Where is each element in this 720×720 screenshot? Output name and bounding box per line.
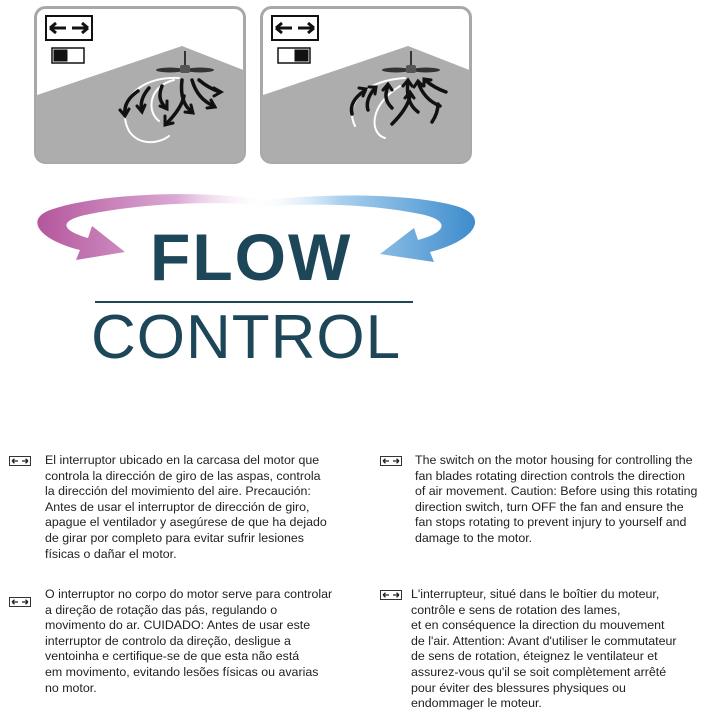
paragraph-line: assurez-vous qu'il se soit complètement … <box>411 664 667 679</box>
paragraph-english: The switch on the motor housing for cont… <box>415 453 697 547</box>
paragraph-spanish: El interruptor ubicado en la carcasa del… <box>45 453 327 562</box>
paragraph-line: The switch on the motor housing for cont… <box>415 453 693 467</box>
direction-switch-icon <box>380 590 402 600</box>
paragraph-line: pour éviter des blessures physiques ou <box>411 680 626 695</box>
airflow-arrows-icon <box>118 76 225 144</box>
paragraph-line: El interruptor ubicado en la carcasa del… <box>45 453 320 467</box>
paragraph-line: et en conséquence la direction du mouvem… <box>411 618 665 633</box>
paragraph-line: físicas o dañar el motor. <box>45 546 177 561</box>
paragraph-line: L'interrupteur, situé dans le boîtier du… <box>411 587 660 601</box>
paragraph-line: no motor. <box>45 680 97 695</box>
direction-arrows-icon <box>271 15 319 41</box>
airflow-arrows-icon <box>349 77 448 139</box>
direction-switch-icon <box>9 597 31 607</box>
paragraph-line: endommager le moteur. <box>411 696 542 711</box>
paragraph-line: movimento do ar. CUIDADO: Antes de usar … <box>45 618 311 633</box>
winter-mode-panel <box>260 6 472 164</box>
paragraph-line: O interruptor no corpo do motor serve pa… <box>45 587 333 601</box>
ceiling-fan-icon <box>382 51 440 73</box>
paragraph-line: damage to the motor. <box>415 530 533 545</box>
paragraph-line: a direção de rotação das pás, regulando … <box>45 602 278 617</box>
paragraph-line: ventoinha e certifique-se de que esta nã… <box>45 649 300 664</box>
paragraph-portuguese: O interruptor no corpo do motor serve pa… <box>45 587 332 696</box>
direction-switch-icon <box>380 456 402 466</box>
paragraph-line: de girar por completo para evitar sufrir… <box>45 530 304 545</box>
snowflake-icon <box>433 15 463 49</box>
paragraph-line: fan stops rotating to prevent injury to … <box>415 515 687 530</box>
paragraph-line: la dirección del movimiento del aire. Pr… <box>45 484 311 499</box>
ceiling-fan-icon <box>156 51 214 73</box>
logo-word-control: CONTROL <box>91 303 402 372</box>
paragraph-french: L'interrupteur, situé dans le boîtier du… <box>411 587 677 712</box>
paragraph-line: direction switch, turn OFF the fan and e… <box>415 499 684 514</box>
paragraph-line: interruptor de controlo da direção, desl… <box>45 633 291 648</box>
switch-left-icon <box>51 47 85 64</box>
blue-flow-arrow <box>250 195 476 262</box>
switch-right-icon <box>277 47 311 64</box>
direction-arrows-icon <box>45 15 93 41</box>
paragraph-line: em movimento, evitando lesões físicas ou… <box>45 664 319 679</box>
flow-control-logo-arrows <box>37 194 476 262</box>
paragraph-line: of air movement. Caution: Before using t… <box>415 484 698 499</box>
logo-divider <box>95 301 413 303</box>
paragraph-line: Antes de usar el interruptor de direcció… <box>45 499 310 514</box>
direction-switch-icon <box>9 456 31 466</box>
paragraph-line: fan blades rotating direction controls t… <box>415 468 685 483</box>
summer-mode-panel <box>34 6 246 164</box>
paragraph-line: de l'air. Attention: Avant d'utiliser le… <box>411 633 677 648</box>
paragraph-line: contrôle e sens de rotation des lames, <box>411 602 621 617</box>
logo-word-flow: FLOW <box>150 220 353 294</box>
paragraph-line: apague el ventilador y asegúrese de que … <box>45 515 327 530</box>
pink-flow-arrow <box>37 194 271 260</box>
paragraph-line: de sens de rotation, éteignez le ventila… <box>411 649 658 664</box>
sun-icon <box>206 18 238 50</box>
paragraph-line: controla la dirección de giro de las asp… <box>45 468 321 483</box>
